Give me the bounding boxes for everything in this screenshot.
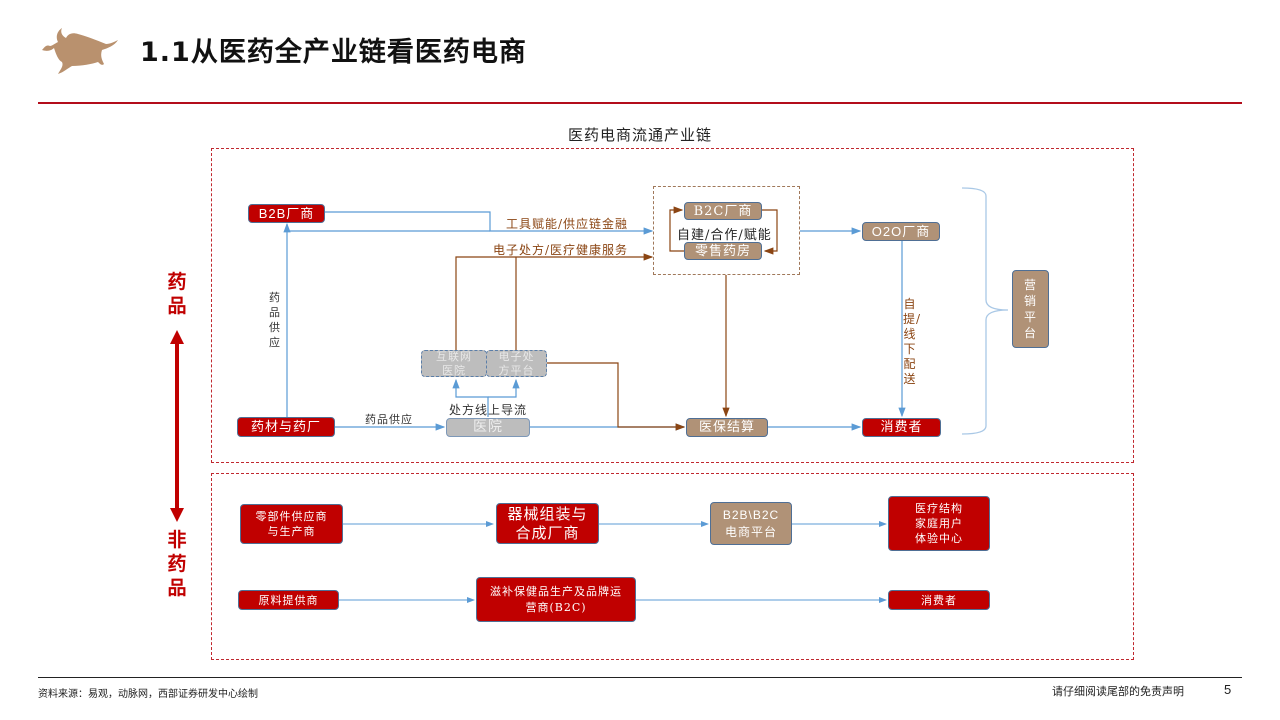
bull-logo-icon <box>42 28 118 74</box>
node-ecommerce-platform-line2: 电商平台 <box>724 524 777 539</box>
node-internet-hospital: 互联网医院 <box>421 350 487 377</box>
node-b2b-vendor: B2B厂商 <box>248 204 325 223</box>
node-insurance-settlement: 医保结算 <box>686 418 768 437</box>
b2c-group <box>653 186 800 275</box>
page-number: 5 <box>1224 682 1232 697</box>
edge-label-drug-supply: 药品供应 <box>365 413 413 426</box>
link-eprescription-to-insurance <box>547 362 686 431</box>
non-pharma-section <box>211 473 1134 660</box>
link-internet-hospital-to-b2c <box>455 253 654 350</box>
edge-label-e-prescription: 电子处方/医疗健康服务 <box>493 243 629 257</box>
node-medical-institution-line2: 家庭用户 <box>915 517 963 530</box>
node-device-assembler-line2: 合成厂商 <box>515 523 580 542</box>
node-medical-institution: 医疗结构 家庭用户 体验中心 <box>888 496 990 551</box>
node-health-supplement-brand: 滋补保健品生产及品牌运 营商(B2C) <box>476 577 636 622</box>
node-medical-institution-line3: 体验中心 <box>915 532 963 545</box>
node-ecommerce-platform-line1: B2B\B2C <box>722 507 780 522</box>
node-medical-institution-line1: 医疗结构 <box>915 502 963 515</box>
node-health-supplement-brand-line1: 滋补保健品生产及品牌运 <box>490 584 622 598</box>
node-parts-supplier: 零部件供应商 与生产商 <box>240 504 343 544</box>
node-marketing-platform: 营销平台 <box>1012 270 1049 348</box>
b2c-group-label: 自建/合作/赋能 <box>677 228 772 243</box>
title-divider <box>38 102 1242 104</box>
edge-label-tool-finance: 工具赋能/供应链金融 <box>506 217 629 231</box>
node-b2c-vendor: B2C厂商 <box>684 202 762 220</box>
pharma-section <box>211 148 1134 463</box>
diagram-title: 医药电商流通产业链 <box>567 126 712 144</box>
node-manufacturer: 药材与药厂 <box>237 417 335 437</box>
footer-source: 资料来源：易观，动脉网，西部证券研发中心绘制 <box>38 689 258 700</box>
footer-disclaimer: 请仔细阅读尾部的免责声明 <box>1052 685 1184 698</box>
non-pharma-side-label: 非药品 <box>167 529 187 599</box>
page-title: 1.1从医药全产业链看医药电商 <box>140 37 527 68</box>
edge-label-drug-supply-vertical: 药品供应 <box>269 291 281 349</box>
pharma-side-label: 药品 <box>167 271 187 317</box>
node-ecommerce-platform: B2B\B2C 电商平台 <box>710 502 792 545</box>
edge-label-prescription-diversion: 处方线上导流 <box>449 403 528 417</box>
marketing-brace <box>961 187 1009 435</box>
edge-label-pickup-delivery: 自提/线下配送 <box>903 297 922 386</box>
node-nonpharma-consumer: 消费者 <box>888 590 990 610</box>
node-hospital: 医院 <box>446 418 530 437</box>
node-e-prescription-platform: 电子处方平台 <box>486 350 547 377</box>
node-parts-supplier-line1: 零部件供应商 <box>255 510 328 523</box>
node-parts-supplier-line2: 与生产商 <box>267 525 316 538</box>
node-o2o-vendor: O2O厂商 <box>862 222 940 241</box>
footer-divider <box>38 677 1242 678</box>
node-health-supplement-brand-line2: 营商(B2C) <box>525 600 587 614</box>
pharma-nonpharma-double-arrow <box>170 330 184 522</box>
node-device-assembler-line1: 器械组装与 <box>507 504 588 523</box>
node-retail-pharmacy: 零售药房 <box>684 242 762 260</box>
node-raw-material-supplier: 原料提供商 <box>238 590 339 610</box>
node-consumer: 消费者 <box>862 418 941 437</box>
link-b2b-to-b2c <box>325 211 654 235</box>
node-device-assembler: 器械组装与 合成厂商 <box>496 503 599 544</box>
